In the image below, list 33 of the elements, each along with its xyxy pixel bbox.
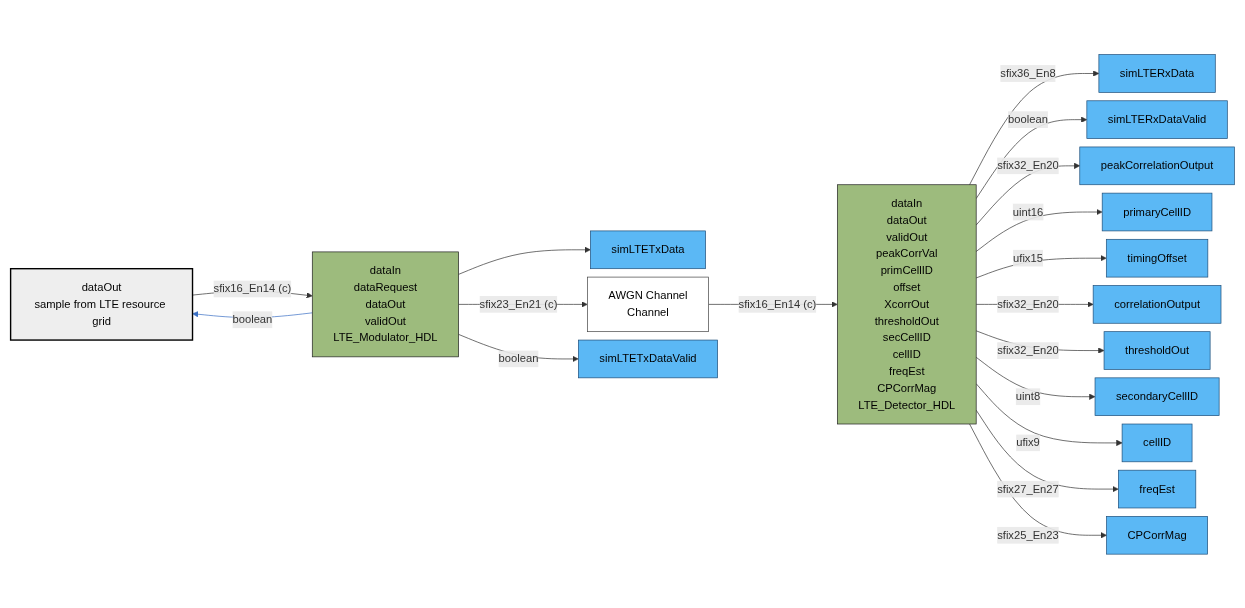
node-box: simLTERxDataValid	[1086, 100, 1228, 139]
node-box: dataIn dataOut validOut peakCorrVal primCellID offset XcorrOut thresholdOut secCellID cellID freqEst CPCorrMag LTE_Detector_HDL	[837, 184, 977, 424]
edge-label: sfix32_En20	[997, 297, 1059, 310]
edge-label: ufix9	[1016, 436, 1040, 449]
node-box: simLTETxData	[590, 230, 706, 269]
edge-label: boolean	[1008, 112, 1048, 125]
node-box: primaryCellID	[1101, 192, 1213, 231]
node-box: simLTERxData	[1098, 53, 1216, 93]
edge-label: sfix27_En27	[997, 482, 1059, 495]
node-box: AWGN Channel Channel	[587, 276, 709, 332]
node-box: thresholdOut	[1103, 330, 1211, 370]
node-box: freqEst	[1118, 469, 1197, 508]
node-box: cellID	[1121, 423, 1193, 462]
edge-label: ufix15	[1013, 251, 1043, 264]
edge-label: boolean	[232, 313, 273, 325]
node-box: secondaryCellID	[1094, 377, 1220, 416]
node-box: timingOffset	[1106, 238, 1209, 278]
edge-label: uint8	[1015, 390, 1041, 402]
node-box: dataIn dataRequest dataOut validOut LTE_Modulator_HDL	[311, 251, 459, 357]
edge-label: sfix32_En20	[997, 343, 1059, 356]
node-box: dataOut sample from LTE resource grid	[9, 267, 194, 341]
node-box: CPCorrMag	[1106, 515, 1208, 555]
edge-label: sfix36_En8	[1000, 66, 1056, 79]
node-box: correlationOutput	[1092, 284, 1222, 324]
edge-label: uint16	[1012, 205, 1044, 218]
edge-label: sfix16_En14 (c)	[738, 297, 817, 310]
edge-label: sfix23_En21 (c)	[479, 297, 558, 310]
edge-label: sfix16_En14 (c)	[213, 282, 292, 295]
edge-label: sfix32_En20	[997, 159, 1059, 172]
node-box: simLTETxDataValid	[578, 339, 718, 378]
edge-label: boolean	[498, 352, 539, 365]
node-box: peakCorrelationOutput	[1079, 146, 1235, 185]
edge-label: sfix25_En23	[997, 528, 1059, 541]
